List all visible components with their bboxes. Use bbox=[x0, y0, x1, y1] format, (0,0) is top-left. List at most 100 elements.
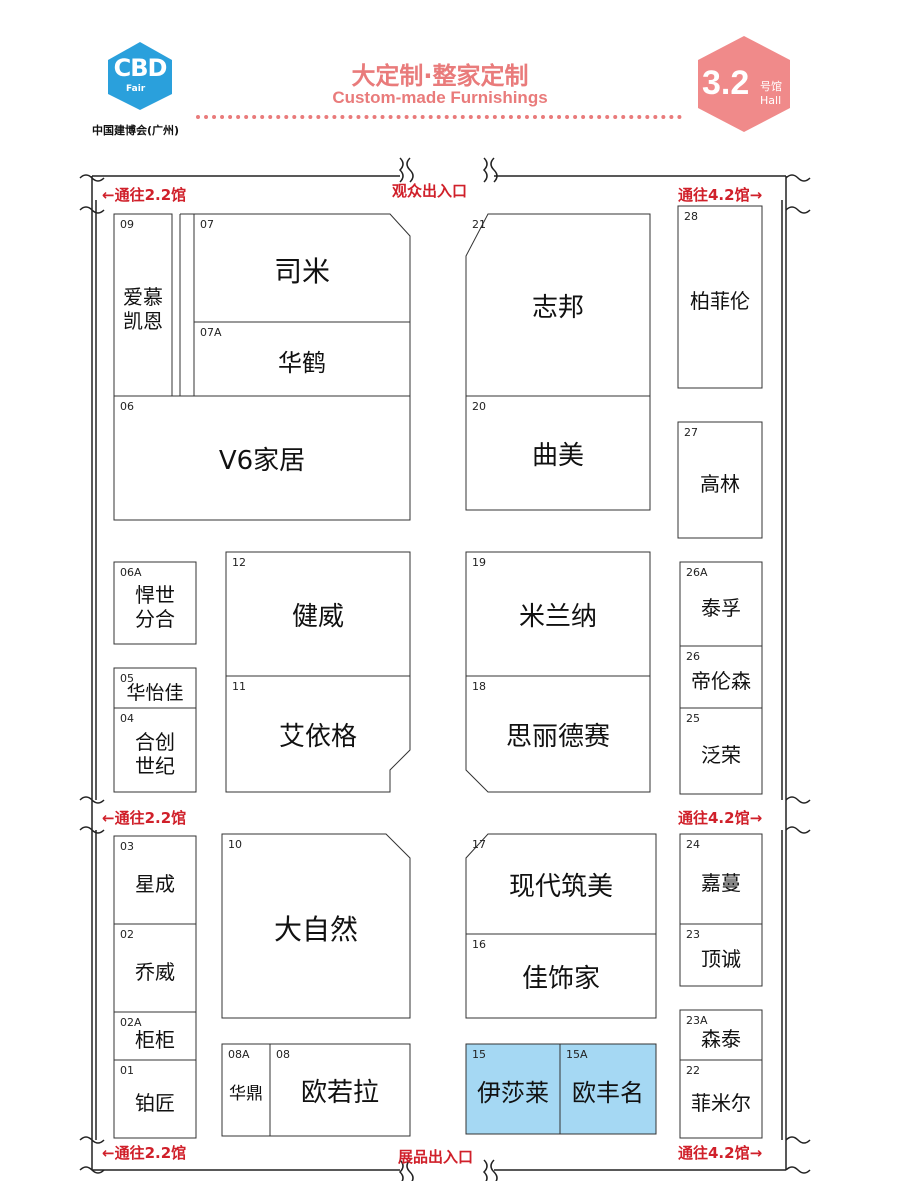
booth-number: 22 bbox=[686, 1064, 700, 1077]
booth-number: 21 bbox=[472, 218, 486, 231]
booth-number: 28 bbox=[684, 210, 698, 223]
booth-exhibitor-name: 铂匠 bbox=[135, 1091, 175, 1115]
booth-number: 23 bbox=[686, 928, 700, 941]
nav-to-hall-4-2-top[interactable]: 通往4.2馆→ bbox=[678, 186, 763, 204]
title-dotted-divider bbox=[196, 115, 682, 119]
booth-exhibitor-name: 司米 bbox=[273, 255, 330, 289]
booth-27[interactable]: 27 高林 bbox=[678, 422, 762, 538]
booth-exhibitor-name: 柜柜 bbox=[135, 1028, 175, 1052]
booth-25[interactable]: 25 泛荣 bbox=[680, 708, 762, 794]
booth-11[interactable]: 11 艾依格 bbox=[226, 676, 410, 792]
nav-to-hall-2-2-bottom[interactable]: ←通往2.2馆 bbox=[102, 1144, 187, 1162]
booth-18[interactable]: 18 思丽德赛 bbox=[466, 676, 650, 792]
booth-exhibitor-name: 伊莎莱 bbox=[477, 1078, 549, 1107]
booth-exhibitor-name: 志邦 bbox=[531, 293, 584, 324]
booth-number: 04 bbox=[120, 712, 134, 725]
booth-number: 15 bbox=[472, 1048, 486, 1061]
booth-08[interactable]: 08 欧若拉 bbox=[270, 1044, 410, 1136]
booth-number: 20 bbox=[472, 400, 486, 413]
booth-21[interactable]: 21 志邦 bbox=[466, 214, 650, 396]
booth-exhibitor-name: 泰孚 bbox=[701, 596, 741, 620]
booth-number: 09 bbox=[120, 218, 134, 231]
booth-number: 06A bbox=[120, 566, 142, 579]
booth-exhibitor-name: 帝伦森 bbox=[691, 669, 751, 693]
booth-number: 27 bbox=[684, 426, 698, 439]
booth-exhibitor-name: 健威 bbox=[291, 602, 344, 633]
logo-text: CBD bbox=[113, 54, 168, 82]
booth-number: 03 bbox=[120, 840, 134, 853]
booth-number: 05 bbox=[120, 672, 134, 685]
booth-number: 18 bbox=[472, 680, 486, 693]
booth-exhibitor-name: 嘉蔓 bbox=[701, 871, 741, 895]
booth-number: 10 bbox=[228, 838, 242, 851]
booth-exhibitor-name: 曲美 bbox=[531, 441, 584, 472]
booth-exhibitor-name: 柏菲伦 bbox=[690, 289, 750, 313]
booth-exhibitor-name: V6家居 bbox=[218, 446, 306, 477]
booth-19[interactable]: 19 米兰纳 bbox=[466, 552, 650, 676]
entrance-top[interactable]: 观众出入口 bbox=[392, 182, 468, 200]
hall-label-en: Hall bbox=[760, 94, 782, 107]
booth-09[interactable]: 09 爱慕 凯恩 bbox=[114, 214, 172, 396]
booth-exhibitor-name: 华鹤 bbox=[278, 348, 326, 377]
booth-exhibitor-name: 顶诚 bbox=[701, 947, 741, 971]
booth-exhibitor-name: 佳饰家 bbox=[521, 964, 600, 995]
booth-exhibitor-name: 星成 bbox=[135, 872, 175, 896]
booth-number: 06 bbox=[120, 400, 134, 413]
booth-exhibitor-name: 高林 bbox=[700, 472, 740, 496]
booth-number: 08A bbox=[228, 1048, 250, 1061]
booth-03[interactable]: 03 星成 bbox=[114, 836, 196, 924]
hall-hexagon-icon bbox=[698, 36, 790, 132]
booth-exhibitor-name: 欧若拉 bbox=[300, 1078, 379, 1109]
booth-number: 11 bbox=[232, 680, 246, 693]
nav-to-hall-4-2-bottom[interactable]: 通往4.2馆→ bbox=[678, 1144, 763, 1162]
booth-number: 15A bbox=[566, 1048, 588, 1061]
booth-15[interactable]: 15 伊莎莱 bbox=[466, 1044, 560, 1134]
booth-number: 19 bbox=[472, 556, 486, 569]
booth-exhibitor-name: 思丽德赛 bbox=[505, 722, 610, 753]
title-cn: 大定制·整家定制 bbox=[351, 62, 529, 90]
booth-exhibitor-name: 米兰纳 bbox=[518, 602, 597, 633]
cbd-logo: CBD Fair bbox=[100, 40, 180, 110]
booth-20[interactable]: 20 曲美 bbox=[466, 396, 650, 510]
hall-badge: 3.2 号馆 Hall bbox=[694, 34, 794, 134]
logo-hexagon-icon bbox=[108, 42, 172, 110]
booth-exhibitor-name: 乔威 bbox=[135, 960, 175, 984]
booth-08a[interactable]: 08A 华鼎 bbox=[222, 1044, 270, 1136]
nav-to-hall-2-2-middle[interactable]: ←通往2.2馆 bbox=[102, 809, 187, 827]
booth-exhibitor-name: 泛荣 bbox=[701, 743, 741, 767]
booth-exhibitor-name: 爱慕 凯恩 bbox=[123, 285, 163, 333]
booth-number: 08 bbox=[276, 1048, 290, 1061]
entrance-bottom[interactable]: 展品出入口 bbox=[398, 1148, 474, 1166]
nav-to-hall-2-2-top[interactable]: ←通往2.2馆 bbox=[102, 186, 187, 204]
booth-number: 25 bbox=[686, 712, 700, 725]
hall-number: 3.2 bbox=[702, 64, 750, 102]
booth-28[interactable]: 28 柏菲伦 bbox=[678, 206, 762, 388]
booth-number: 23A bbox=[686, 1014, 708, 1027]
booth-exhibitor-name: 现代筑美 bbox=[508, 872, 613, 903]
nav-to-hall-4-2-middle[interactable]: 通往4.2馆→ bbox=[678, 809, 763, 827]
booth-exhibitor-name: 艾依格 bbox=[278, 722, 357, 753]
booth-exhibitor-name: 华鼎 bbox=[229, 1083, 263, 1104]
